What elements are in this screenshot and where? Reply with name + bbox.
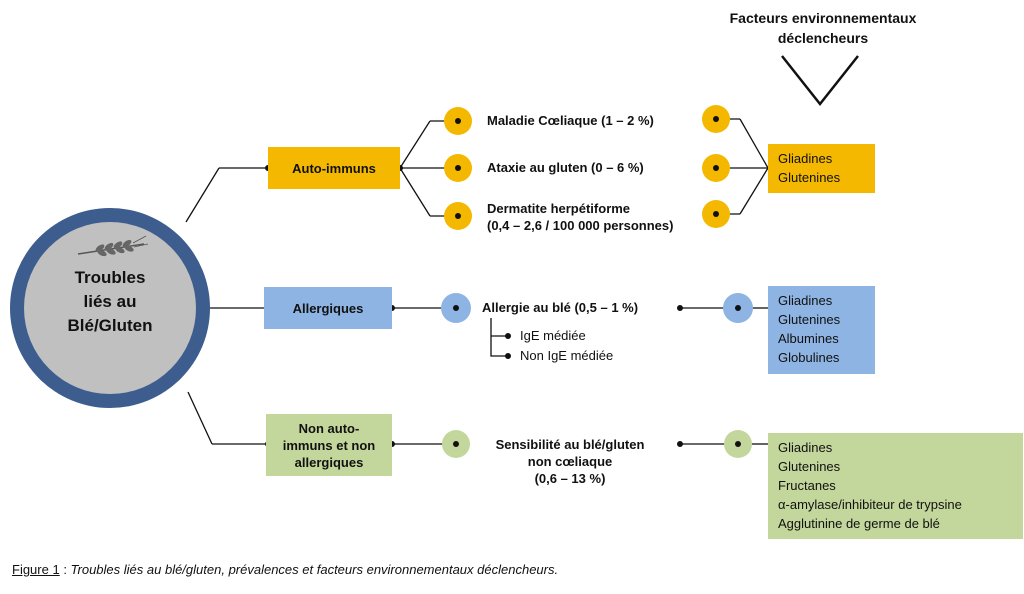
trigger-item: Glutenines [778,459,841,474]
point-trigger-sensitivity [735,441,741,447]
header-chevron [781,55,859,107]
disorder-dermatitis-line1: Dermatite herpétiforme [487,201,631,216]
point-trigger-ataxia [713,165,719,171]
category-autoimmune: Auto-immuns [268,147,400,189]
point-sensitivity [453,441,459,447]
category-non-autoimmune-line3: allergiques [294,454,364,470]
connector-root-autoimmune [185,167,220,223]
category-allergic: Allergiques [264,287,392,329]
point-allergy-line-end [677,305,683,311]
trigger-item: Glutenines [778,170,841,185]
disorder-ataxia: Ataxie au gluten (0 – 6 %) [487,160,644,175]
caption-text: Troubles liés au blé/gluten, prévalences… [70,562,559,577]
triggers-non-autoimmune: Gliadines Glutenines Fructanes α-amylase… [768,433,1023,539]
root-label: Troubles liés au Blé/Gluten [30,266,190,338]
subtype-ige: IgE médiée [520,328,586,343]
trigger-item: Gliadines [778,440,833,455]
point-dermatitis [455,213,461,219]
trigger-item: Gliadines [778,151,833,166]
disorder-ncgs-line2: non cœliaque [527,454,613,469]
trigger-item: α-amylase/inhibiteur de trypsine [778,497,962,512]
connector-autoimmune-fan-3 [399,167,431,217]
point-trigger-allergy [735,305,741,311]
triggers-header-line1: Facteurs environnementaux [729,10,917,26]
disorder-dermatitis: Dermatite herpétiforme (0,4 – 2,6 / 100 … [487,200,673,234]
point-celiac [455,118,461,124]
point-ataxia [455,165,461,171]
connector-bracket-3b [739,167,769,215]
connector-root-nonauto [187,391,213,445]
category-non-autoimmune: Non auto- immuns et non allergiques [266,414,392,476]
category-autoimmune-label: Auto-immuns [292,160,376,176]
trigger-item: Gliadines [778,293,833,308]
triggers-allergic: Gliadines Glutenines Albumines Globuline… [768,286,875,374]
disorder-ncgs-line3: (0,6 – 13 %) [534,471,606,486]
trigger-item: Agglutinine de germe de blé [778,516,940,531]
point-allergy [453,305,459,311]
trigger-item: Fructanes [778,478,836,493]
category-allergic-label: Allergiques [292,300,364,316]
subtype-non-ige: Non IgE médiée [520,348,614,363]
caption-prefix: Figure 1 [12,562,60,577]
connector-ige-subtypes [490,318,508,357]
category-non-autoimmune-line1: Non auto- [298,420,360,436]
disorder-wheat-allergy: Allergie au blé (0,5 – 1 %) [482,300,639,315]
trigger-item: Glutenines [778,312,841,327]
figure-caption: Figure 1 : Troubles liés au blé/gluten, … [12,562,558,577]
point-sensitivity-line-end [677,441,683,447]
caption-separator: : [59,562,71,577]
point-trigger-dermatitis [713,211,719,217]
point-ige [505,333,511,339]
triggers-header-line2: déclencheurs [777,30,869,46]
connector-autoimmune-fan-1 [399,120,431,169]
root-label-line1: Troubles [74,268,146,287]
category-non-autoimmune-line2: immuns et non [282,437,376,453]
disorder-ncgs-line1: Sensibilité au blé/gluten [495,437,645,452]
disorder-dermatitis-line2: (0,4 – 2,6 / 100 000 personnes) [487,218,674,233]
root-circle [24,222,196,394]
root-label-line3: Blé/Gluten [67,316,153,335]
connector-bracket-1b [739,118,769,169]
triggers-autoimmune: Gliadines Glutenines [768,144,875,193]
disorder-ncgs: Sensibilité au blé/gluten non cœliaque (… [470,436,670,487]
root-label-line2: liés au [83,292,137,311]
trigger-item: Albumines [778,331,839,346]
point-trigger-celiac [713,116,719,122]
disorder-celiac: Maladie Cœliaque (1 – 2 %) [487,113,654,128]
trigger-item: Globulines [778,350,840,365]
triggers-header: Facteurs environnementaux déclencheurs [688,8,958,48]
wheat-icon [77,235,149,257]
point-non-ige [505,353,511,359]
